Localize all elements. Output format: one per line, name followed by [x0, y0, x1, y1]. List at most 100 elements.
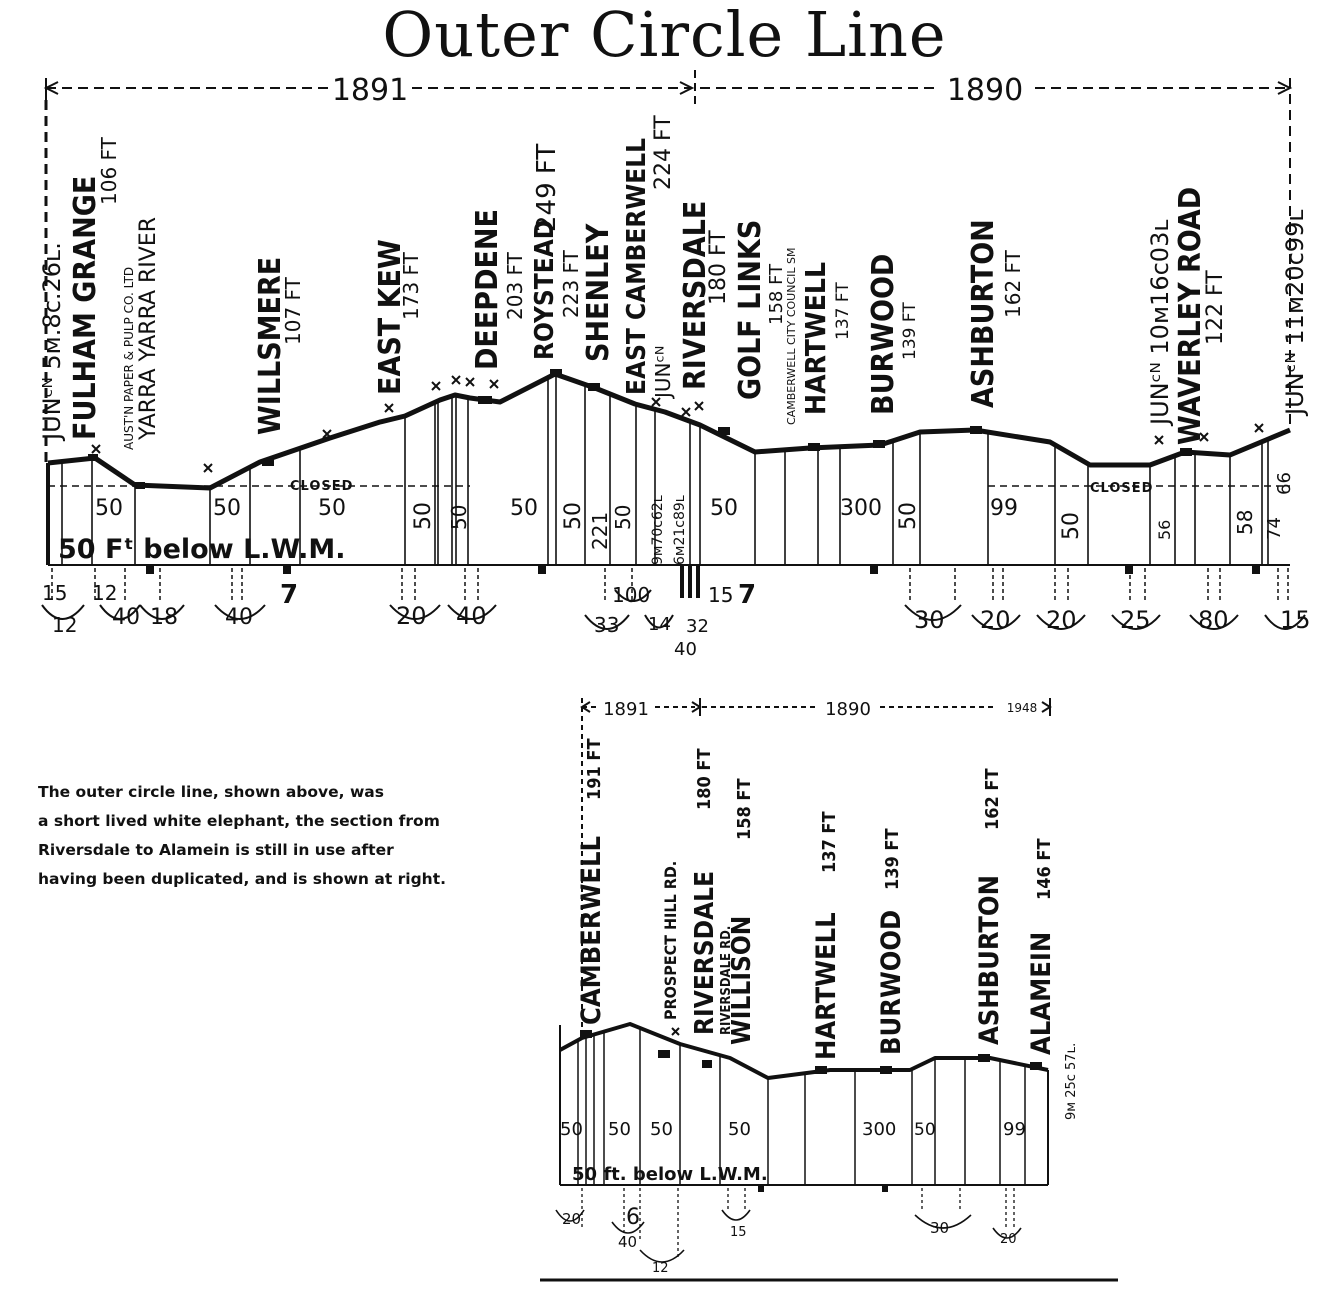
- curve-label: 18: [150, 605, 178, 630]
- grade-label: 50: [710, 496, 738, 521]
- year-1948-label: 1948: [1007, 701, 1038, 715]
- curve-label: 20: [980, 606, 1011, 634]
- station-label: WAVERLEY ROAD: [1173, 187, 1208, 445]
- grade-change-lines: [61, 374, 1269, 565]
- curve-label: 6: [626, 1205, 640, 1230]
- curve-label: 12: [92, 581, 117, 605]
- station-ticks: [146, 566, 1260, 598]
- grade-label: 50: [95, 496, 123, 521]
- grade-label: 50: [1059, 512, 1084, 540]
- curve-label: 15: [42, 581, 67, 605]
- curve-label: 15: [730, 1225, 747, 1240]
- datum-label: 50 ft. below L.W.M.: [572, 1164, 768, 1185]
- station-label: RIVERSDALE RD.: [719, 926, 734, 1035]
- station-label: RIVERSDALE: [690, 871, 720, 1035]
- station-height: 223 FT: [559, 249, 583, 318]
- station-label: EAST KEW: [373, 239, 408, 395]
- year-1890-label: 1890: [825, 699, 871, 720]
- grade-label: 74: [1264, 517, 1285, 540]
- station-label: SHENLEY: [581, 223, 616, 362]
- year-span-top: [43, 70, 1293, 430]
- station-height: 191 FT: [584, 738, 605, 800]
- station-height: 162 FT: [1001, 249, 1025, 318]
- junction-cross-markers: [91, 375, 1264, 473]
- station-height: 107 FT: [281, 276, 305, 345]
- grade-label: 50: [896, 502, 921, 530]
- station-height: 158 FT: [766, 263, 787, 325]
- caption-line: a short lived white elephant, the sectio…: [38, 812, 440, 830]
- station-height: 139 FT: [882, 828, 903, 890]
- end-mileage: 9ᴍ 25ᴄ 57ʟ.: [1064, 1043, 1079, 1120]
- station-markers: [88, 369, 1192, 489]
- curve-label: 40: [112, 605, 140, 630]
- caption-line: having been duplicated, and is shown at …: [38, 870, 447, 888]
- profile-line: [47, 371, 1291, 491]
- station-label: WILLSMERE: [253, 257, 288, 435]
- grade-label: 50: [914, 1120, 936, 1140]
- junction-label: JUNᶜᴺ 10ᴍ16ᴄ03ʟ: [1146, 220, 1174, 428]
- curve-label: 12: [52, 613, 77, 637]
- caption-line: Riversdale to Alamein is still in use af…: [38, 841, 394, 859]
- grade-label: 50: [560, 1119, 583, 1140]
- station-height: 137 FT: [819, 811, 840, 873]
- station-height: 137 FT: [833, 282, 853, 340]
- station-label: AUST'N PAPER & PULP CO. LTD: [122, 267, 136, 450]
- mileage-label: 6ᴍ21ᴄ89ʟ: [672, 495, 688, 565]
- station-label: BURWOOD: [876, 910, 907, 1055]
- curve-label: 7: [280, 580, 298, 610]
- station-height: 139 FT: [900, 302, 920, 360]
- station-height: 106 FT: [97, 136, 121, 205]
- curve-label: 40: [225, 605, 253, 630]
- station-ticks: [758, 1186, 888, 1192]
- grade-label: 50: [213, 496, 241, 521]
- station-label: ASHBURTON: [966, 219, 1001, 408]
- curve-label: 7: [738, 580, 756, 610]
- mileage-label: 9ᴍ70ᴄ62ʟ: [650, 495, 666, 565]
- grade-label: 99: [990, 496, 1018, 521]
- diagram-title: Outer Circle Line: [382, 0, 947, 71]
- curve-label: 20: [396, 602, 427, 630]
- station-height: 180 FT: [706, 230, 731, 305]
- junction-label: JUNᶜᴺ: [651, 346, 675, 400]
- junction-cross-marker: [671, 1027, 680, 1036]
- station-label: HARTWELL: [811, 912, 842, 1060]
- station-label: WILLISON: [727, 916, 757, 1045]
- curve-label: 40: [456, 602, 487, 630]
- curve-label: 15: [1280, 606, 1311, 634]
- station-label: ASHBURTON: [974, 875, 1005, 1045]
- closed-label: CLOSED: [1090, 481, 1153, 496]
- curve-label: 20: [562, 1210, 581, 1228]
- curve-ticks: [581, 1188, 1015, 1260]
- curve-label: 25: [1120, 606, 1151, 634]
- curve-label: 40: [674, 639, 697, 660]
- profile-line: [559, 1022, 1049, 1080]
- grade-label: 56: [1155, 520, 1174, 540]
- station-label: CAMBERWELL: [576, 836, 607, 1025]
- caption: The outer circle line, shown above, was …: [38, 778, 508, 894]
- curve-label: 30: [930, 1219, 949, 1237]
- curve-radius-labels: 15 12 12 40 18 40 7 20 40 33 100 14 32 4…: [42, 580, 1311, 660]
- grade-change-lines: [577, 1028, 1026, 1185]
- curve-label: 40: [618, 1233, 637, 1251]
- grade-label: 300: [862, 1119, 896, 1140]
- curve-label: 100: [612, 583, 650, 607]
- grade-label: 50: [318, 496, 346, 521]
- curve-label: 20: [1046, 606, 1077, 634]
- station-height: 249 FT: [532, 144, 562, 232]
- top-station-labels: JUNᶜᴺ 5ᴍ.8ᴄ.26ʟ. FULHAM GRANGE 106 FT YA…: [38, 115, 1309, 450]
- station-label: HARTWELL: [799, 262, 832, 415]
- bottom-curve-labels: 20 6 40 12 15 30 20: [562, 1205, 1017, 1276]
- station-label: ROYSTEAD: [530, 220, 560, 360]
- station-label: YARRA YARRA RIVER: [136, 217, 161, 441]
- station-height: 180 FT: [694, 748, 715, 810]
- grade-label: 50: [728, 1119, 751, 1140]
- grade-label: 58: [1233, 510, 1257, 535]
- station-label: CAMBERWELL CITY COUNCIL SM: [785, 248, 798, 425]
- grade-label: 221: [588, 512, 612, 550]
- caption-line: The outer circle line, shown above, was: [38, 783, 384, 801]
- year-1891-label: 1891: [603, 699, 649, 720]
- grade-label: 99: [1003, 1119, 1026, 1140]
- grade-label: 50: [561, 502, 586, 530]
- profile-body: [560, 1024, 1048, 1185]
